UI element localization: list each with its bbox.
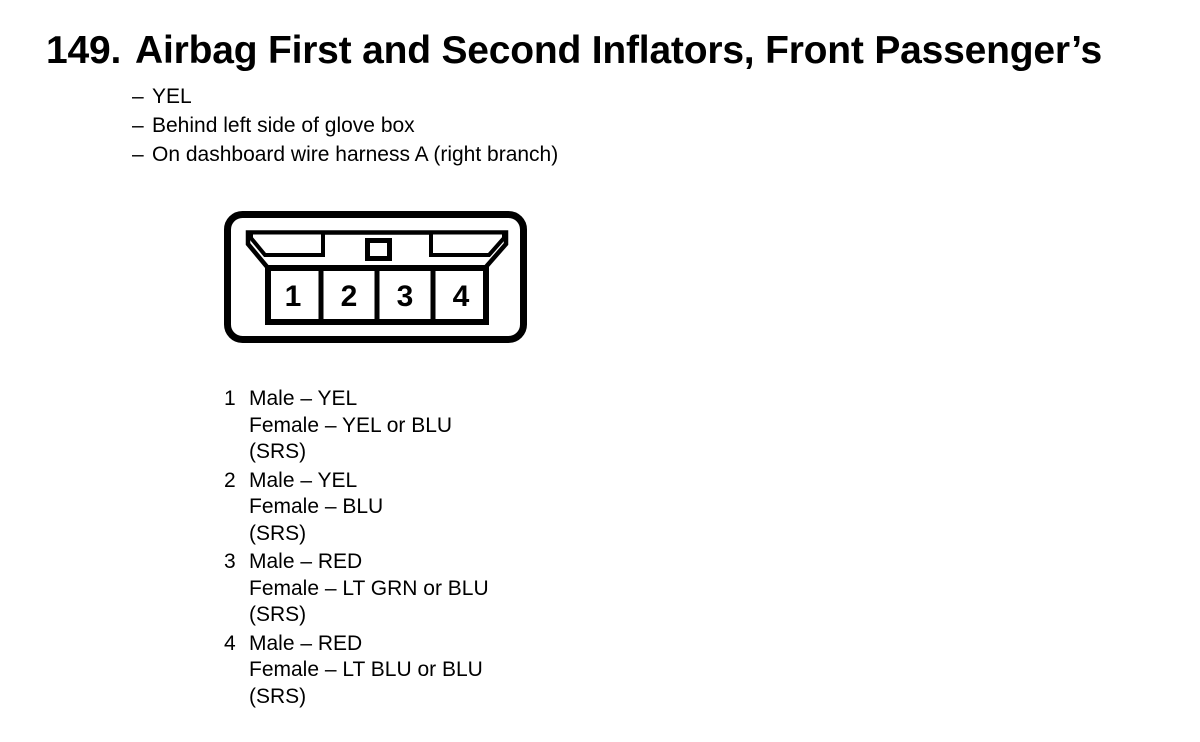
pin-list: 1 Male – YEL Female – YEL or BLU (SRS) 2… bbox=[224, 386, 489, 712]
pin-line: Female – LT GRN or BLU bbox=[249, 576, 489, 600]
pin-item-lines: Male – YEL Female – YEL or BLU (SRS) bbox=[249, 386, 452, 466]
bullet-line: –Behind left side of glove box bbox=[132, 111, 558, 140]
dash-glyph: – bbox=[132, 114, 144, 137]
pin-item-lines: Male – RED Female – LT GRN or BLU (SRS) bbox=[249, 549, 489, 629]
pin-line: Male – YEL bbox=[249, 387, 358, 410]
section-number: 149. bbox=[46, 29, 122, 72]
pin-line: (SRS) bbox=[249, 684, 307, 708]
dash-glyph: – bbox=[132, 143, 144, 166]
pin-line: Male – RED bbox=[249, 550, 363, 573]
pin-line: (SRS) bbox=[249, 440, 307, 463]
pin-line: Female – BLU bbox=[249, 495, 384, 518]
pin-item: 1 Male – YEL Female – YEL or BLU (SRS) bbox=[224, 386, 489, 466]
pin-line: (SRS) bbox=[249, 521, 307, 545]
pin-item: 3 Male – RED Female – LT GRN or BLU (SRS… bbox=[224, 549, 489, 629]
pin-number-4: 4 bbox=[453, 280, 470, 313]
dash-glyph: – bbox=[132, 85, 144, 108]
pin-line: Female – YEL or BLU bbox=[249, 413, 453, 437]
pin-line: (SRS) bbox=[249, 603, 307, 626]
connector-center-lug bbox=[365, 238, 392, 261]
bullet-text: On dashboard wire harness A (right branc… bbox=[152, 143, 559, 166]
pin-line: Female – LT BLU or BLU bbox=[249, 658, 483, 681]
pin-item: 2 Male – YEL Female – BLU (SRS) bbox=[224, 468, 489, 548]
pin-item-lines: Male – YEL Female – BLU (SRS) bbox=[249, 468, 383, 548]
bullet-text: YEL bbox=[152, 85, 192, 108]
connector-left-slot bbox=[249, 230, 325, 257]
pin-item-number: 4 bbox=[224, 631, 236, 655]
bullet-line: –YEL bbox=[132, 82, 558, 111]
pin-number-2: 2 bbox=[341, 280, 358, 313]
connector-diagram: 1 2 3 4 bbox=[224, 211, 527, 343]
pin-number-3: 3 bbox=[397, 280, 414, 313]
pin-item-number: 1 bbox=[224, 387, 236, 410]
page-title: Airbag First and Second Inflators, Front… bbox=[135, 29, 1102, 72]
connector-hood bbox=[245, 230, 509, 270]
pin-line: Male – YEL bbox=[249, 468, 358, 492]
pin-number-1: 1 bbox=[285, 280, 302, 313]
pin-line: Male – RED bbox=[249, 631, 363, 655]
bullet-text: Behind left side of glove box bbox=[152, 114, 415, 137]
pin-item-lines: Male – RED Female – LT BLU or BLU (SRS) bbox=[249, 631, 483, 711]
section-heading: 149. Airbag First and Second Inflators, F… bbox=[46, 31, 1102, 70]
connector-right-slot bbox=[429, 230, 506, 257]
pin-item: 4 Male – RED Female – LT BLU or BLU (SRS… bbox=[224, 631, 489, 711]
bullet-line: –On dashboard wire harness A (right bran… bbox=[132, 140, 558, 169]
pin-item-number: 2 bbox=[224, 468, 236, 492]
detail-bullets: –YEL –Behind left side of glove box –On … bbox=[132, 82, 558, 169]
pin-item-number: 3 bbox=[224, 550, 236, 573]
